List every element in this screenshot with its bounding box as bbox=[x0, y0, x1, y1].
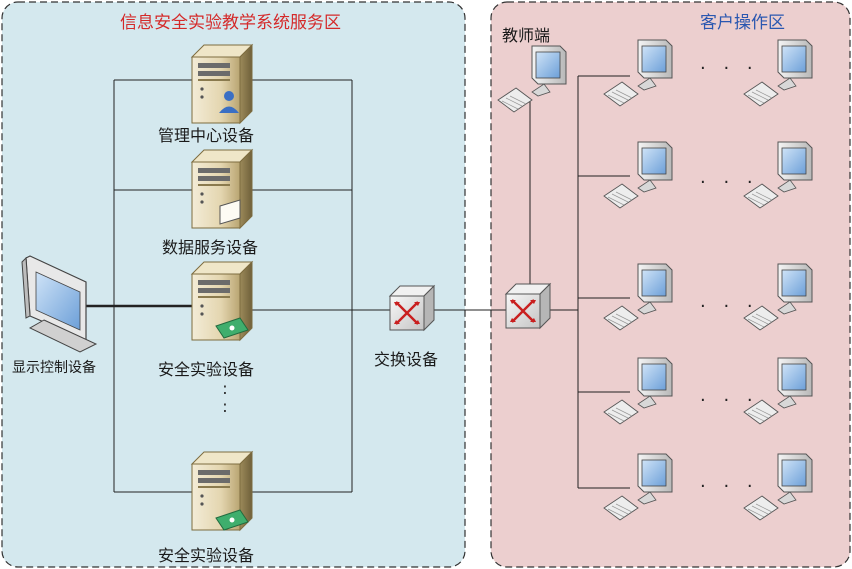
server-zone-title: 信息安全实验教学系统服务区 bbox=[120, 13, 341, 33]
vertical-ellipsis: : : bbox=[222, 379, 228, 416]
server-wiring bbox=[86, 79, 578, 493]
row-ellipsis: · · · bbox=[700, 476, 759, 497]
security-lab-1-label: 安全实验设备 bbox=[158, 360, 255, 379]
teacher-label: 教师端 bbox=[502, 26, 551, 45]
central-switch-icon bbox=[388, 284, 436, 332]
display-control-label: 显示控制设备 bbox=[12, 360, 96, 376]
row-ellipsis: · · · bbox=[700, 172, 759, 193]
client-zone-title: 客户操作区 bbox=[700, 13, 785, 33]
display-monitor-icon bbox=[21, 255, 98, 353]
document-badge-icon bbox=[219, 199, 241, 225]
client-wiring bbox=[577, 75, 630, 489]
security-lab-2-label: 安全实验设备 bbox=[158, 546, 255, 565]
row-ellipsis: · · · bbox=[700, 296, 759, 317]
row-ellipsis: · · · bbox=[700, 58, 759, 79]
data-service-label: 数据服务设备 bbox=[162, 238, 259, 257]
client-switch-icon bbox=[504, 282, 552, 330]
user-badge-icon bbox=[219, 91, 239, 113]
management-label: 管理中心设备 bbox=[158, 126, 255, 145]
switch-label: 交换设备 bbox=[374, 350, 439, 369]
board-badge-icon bbox=[215, 509, 249, 531]
board-badge-icon bbox=[215, 317, 249, 339]
row-ellipsis: · · · bbox=[700, 390, 759, 411]
